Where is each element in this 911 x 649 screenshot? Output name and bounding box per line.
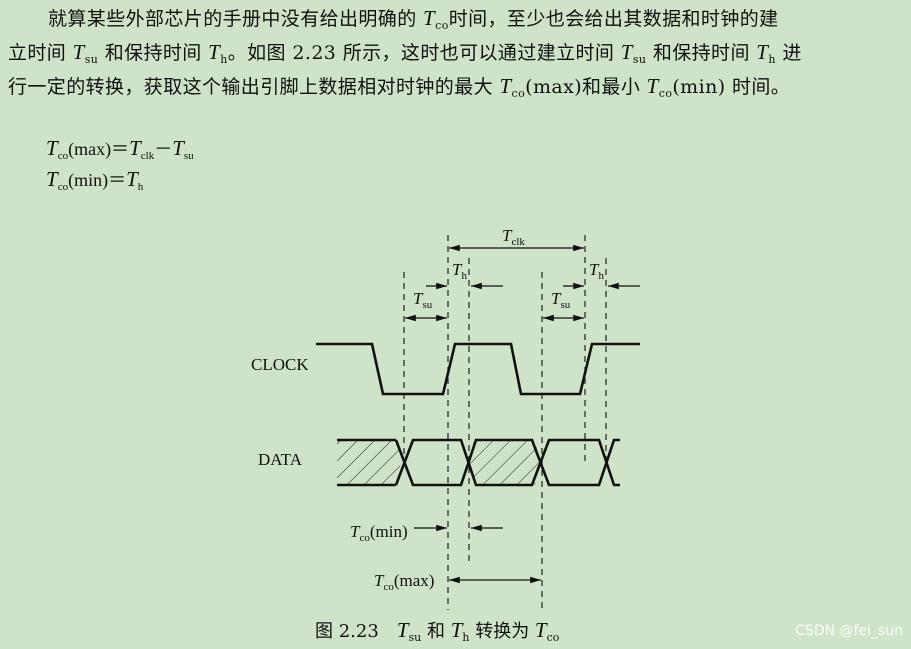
formula-tco-max: Tco(max)＝Tclk－Tsu <box>46 135 194 162</box>
intro-paragraph: 就算某些外部芯片的手册中没有给出明确的 Tco时间，至少也会给出其数据和时钟的建… <box>8 2 906 104</box>
formula-text: － <box>154 139 173 159</box>
symbol-t: T <box>756 40 769 64</box>
text-span: (min) 时间。 <box>672 76 791 98</box>
th-label-left: Th <box>452 260 467 282</box>
figure-caption: 图 2.23 Tsu 和 Th 转换为 Tco <box>315 617 559 643</box>
symbol-subscript: h <box>220 53 228 66</box>
symbol-subscript: h <box>137 181 144 193</box>
symbol-t: T <box>172 136 184 160</box>
symbol-t: T <box>46 136 58 160</box>
text-span: (max)和最小 <box>525 76 647 98</box>
symbol-t: T <box>620 40 633 64</box>
text-span: 时间，至少也会给出其数据和时钟的建 <box>448 8 779 30</box>
symbol-t: T <box>646 74 659 98</box>
symbol-t: T <box>450 618 463 642</box>
symbol-t: T <box>72 40 85 64</box>
symbol-subscript: su <box>84 53 99 66</box>
symbol-subscript: co <box>511 87 526 100</box>
tco-max-label: Tco(max) <box>374 571 434 593</box>
symbol-subscript: co <box>435 19 449 32</box>
formula-text: (max)＝ <box>68 139 130 159</box>
formula-text: (min)＝ <box>68 170 127 190</box>
text-span: 就算某些外部芯片的手册中没有给出明确的 <box>48 8 424 30</box>
symbol-subscript: co <box>546 631 560 644</box>
symbol-subscript: su <box>183 150 194 162</box>
symbol-subscript: h <box>462 631 470 644</box>
paragraph-line-3: 行一定的转换，获取这个输出引脚上数据相对时钟的最大 Tco(max)和最小 Tc… <box>8 70 906 104</box>
symbol-t: T <box>423 6 436 30</box>
symbol-t: T <box>129 136 141 160</box>
symbol-t: T <box>46 167 58 191</box>
clock-label: CLOCK <box>251 355 309 374</box>
caption-text: 和 <box>421 621 451 642</box>
symbol-subscript: clk <box>140 150 155 162</box>
paragraph-line-2: 立时间 Tsu 和保持时间 Th。如图 2.23 所示，这时也可以通过建立时间 … <box>8 36 906 70</box>
symbol-t: T <box>208 40 221 64</box>
symbol-t: T <box>396 618 409 642</box>
clock-waveform <box>316 342 640 396</box>
text-span: 。如图 2.23 所示，这时也可以通过建立时间 <box>227 42 621 64</box>
caption-text: 图 2.23 <box>315 621 397 642</box>
dashed-guides <box>403 235 607 610</box>
tsu-label-left: Tsu <box>413 289 433 311</box>
symbol-t: T <box>126 167 138 191</box>
watermark: CSDN @fei_sun <box>795 623 903 639</box>
th-label-right: Th <box>589 260 604 282</box>
formula-tco-min: Tco(min)＝Th <box>46 166 144 193</box>
text-span: 和保持时间 <box>646 42 757 64</box>
tsu-label-right: Tsu <box>551 289 571 311</box>
text-span: 和保持时间 <box>98 42 209 64</box>
symbol-subscript: su <box>632 53 647 66</box>
tclk-label: Tclk <box>502 226 525 248</box>
symbol-t: T <box>499 74 512 98</box>
symbol-subscript: co <box>57 181 69 193</box>
paragraph-line-1: 就算某些外部芯片的手册中没有给出明确的 Tco时间，至少也会给出其数据和时钟的建 <box>8 2 906 36</box>
data-waveform <box>337 438 620 487</box>
text-span: 行一定的转换，获取这个输出引脚上数据相对时钟的最大 <box>8 76 500 98</box>
symbol-t: T <box>534 618 547 642</box>
symbol-subscript: h <box>768 53 776 66</box>
text-span: 进 <box>775 42 802 64</box>
data-label: DATA <box>258 450 303 469</box>
symbol-subscript: co <box>57 150 69 162</box>
tco-min-label: Tco(min) <box>350 522 408 544</box>
caption-text: 转换为 <box>469 621 535 642</box>
text-span: 立时间 <box>8 42 73 64</box>
symbol-subscript: co <box>658 87 673 100</box>
symbol-subscript: su <box>408 631 422 644</box>
